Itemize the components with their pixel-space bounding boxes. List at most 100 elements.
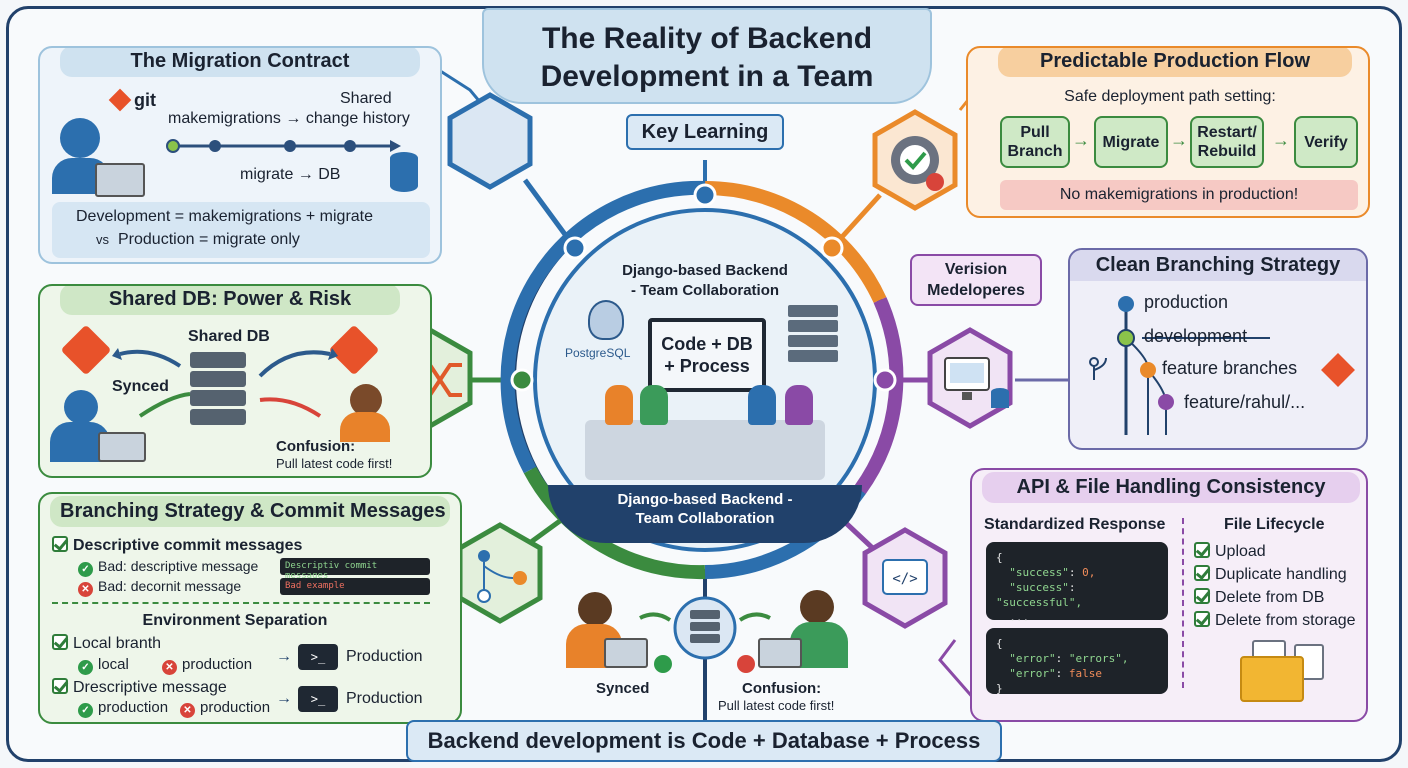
environment-separation-heading: Environment Separation: [142, 612, 328, 629]
clean-branching-title: Clean Branching Strategy: [1070, 250, 1366, 281]
flow-arrow-icon: →: [1072, 130, 1090, 150]
production-no-label: production: [200, 699, 271, 716]
shared-db-panel: Shared DB: Power & Risk Shared DB Synced…: [38, 284, 432, 478]
laptop-icon: [95, 163, 145, 197]
code-window-icon: </>: [882, 559, 928, 595]
api-panel: API & File Handling Consistency Standard…: [970, 468, 1368, 722]
migration-rule-box: Development = makemigrations + migrate v…: [52, 202, 430, 258]
checkbox-icon: [52, 678, 68, 694]
hub-arc-blue-top: [500, 180, 706, 474]
flow-arrow-icon: →: [1170, 130, 1188, 150]
x-circle-icon: ✕: [180, 703, 195, 718]
step-label: Pull: [1020, 124, 1050, 141]
center-screen: Code + DB + Process: [648, 318, 766, 392]
branch-feature-branches: feature branches: [1162, 358, 1298, 378]
production-label: production: [182, 656, 253, 673]
database-icon: [390, 152, 418, 192]
bottom-server-icon: [690, 610, 720, 643]
x-circle-icon: ✕: [162, 660, 177, 675]
production-no-row: ✕ production: [180, 699, 270, 718]
branch-graph-icon: [477, 550, 527, 603]
code-key: "error": [1009, 667, 1056, 680]
pull-latest-label: Pull latest code first!: [276, 456, 393, 471]
production-terminal-1: →>_Production: [276, 644, 423, 670]
version-tag-box: Verision Medeloperes: [910, 254, 1042, 306]
checkbox-icon: [1194, 542, 1210, 558]
laptop-icon: [604, 638, 648, 668]
commit-messages-label: Descriptive commit messages: [73, 537, 303, 554]
descriptive-message-label: Drescriptive message: [73, 679, 227, 696]
server-rack-icon: [190, 352, 246, 428]
production-row: ✕ production: [162, 656, 252, 675]
code-key: "success": [1009, 581, 1069, 594]
production-target-label: Production: [346, 690, 423, 708]
local-branch-label: Local branth: [73, 635, 162, 652]
terminal-icon: >_: [298, 644, 338, 670]
footer-banner: Backend development is Code + Database +…: [406, 720, 1002, 762]
lifecycle-label: Upload: [1215, 543, 1266, 560]
bottom-synced-label: Synced: [596, 680, 650, 697]
shared-db-label: Shared DB: [188, 328, 270, 345]
confusion-x-icon: [737, 655, 755, 673]
step-label: Restart/: [1197, 124, 1257, 141]
bottom-pull-label: Pull latest code first!: [718, 698, 835, 713]
laptop-icon: [98, 432, 146, 462]
branching-strategy-panel: Branching Strategy & Commit Messages Des…: [38, 492, 462, 724]
developer-hex-icon: [447, 92, 533, 190]
checkbox-icon: [1194, 565, 1210, 581]
sync-arrows: [112, 348, 338, 418]
arrow-left-icon: [639, 612, 672, 622]
hub-arc-purple: [854, 297, 904, 495]
bottom-confusion-label: Confusion:: [742, 680, 822, 697]
center-screen-line2: + Process: [664, 356, 750, 376]
developer-avatar: [350, 384, 382, 416]
migrate-label: migrate → DB: [240, 166, 341, 183]
local-branch-item: Local branth: [52, 634, 161, 653]
center-top-label-1: Django-based Backend: [622, 262, 788, 279]
svg-text:</>: </>: [892, 571, 917, 587]
center-screen-line1: Code + DB: [661, 334, 753, 354]
response-code-error: { "error": "errors", "error": false }: [986, 628, 1168, 695]
flow-arrow-icon: →: [1272, 130, 1290, 150]
code-key: "success": [1009, 566, 1069, 579]
developer-avatar: [64, 390, 98, 424]
hub-arc-green: [523, 466, 706, 580]
developer-avatar: [60, 118, 100, 158]
branch-development: development: [1144, 326, 1248, 346]
check-circle-icon: ✓: [78, 562, 93, 577]
x-circle-icon: ✕: [78, 582, 93, 597]
production-flow-subtitle: Safe deployment path setting:: [1064, 88, 1276, 105]
team-member-icon: [748, 385, 776, 425]
center-top-label-2: - Team Collaboration: [630, 282, 780, 299]
postgres-label: PostgreSQL: [565, 346, 631, 360]
clean-branching-panel: Clean Branching Strategy production deve…: [1068, 248, 1368, 450]
shared-db-title: Shared DB: Power & Risk: [60, 286, 400, 315]
production-ok-row: ✓production: [78, 699, 168, 718]
checkbox-icon: [52, 536, 68, 552]
team-member-icon: [785, 385, 813, 425]
checkbox-icon: [1194, 588, 1210, 604]
makemigrations-label: makemigrations → change history: [168, 110, 410, 127]
code-line: {: [996, 637, 1003, 650]
lifecycle-label: Duplicate handling: [1215, 566, 1347, 583]
local-row: ✓local: [78, 656, 129, 675]
version-tag-line1: Verision: [944, 261, 1008, 278]
production-warning: No makemigrations in production!: [1000, 180, 1358, 210]
code-line: {: [996, 551, 1003, 564]
page-title-line2: Development in a Team: [540, 60, 874, 93]
page-title-line1: The Reality of Backend: [541, 22, 873, 55]
arrow-right-icon: →: [276, 648, 292, 666]
checkbox-icon: [1194, 611, 1210, 627]
code-line: }: [996, 682, 1003, 695]
terminal-icon: >_: [298, 686, 338, 712]
step-label: Rebuild: [1197, 143, 1257, 160]
descriptive-message-item: Drescriptive message: [52, 678, 227, 697]
production-flow-panel: Predictable Production Flow Safe deploym…: [966, 46, 1370, 218]
production-ok-label: production: [98, 699, 169, 716]
step-verify: Verify: [1294, 116, 1358, 168]
lifecycle-label: Delete from DB: [1215, 589, 1325, 606]
synced-check-icon: [654, 655, 672, 673]
center-bottom-banner: Django-based Backend - Team Collaboratio…: [548, 485, 862, 543]
lifecycle-delete-db: Delete from DB: [1194, 588, 1324, 607]
arrow-right-icon: →: [276, 690, 292, 708]
